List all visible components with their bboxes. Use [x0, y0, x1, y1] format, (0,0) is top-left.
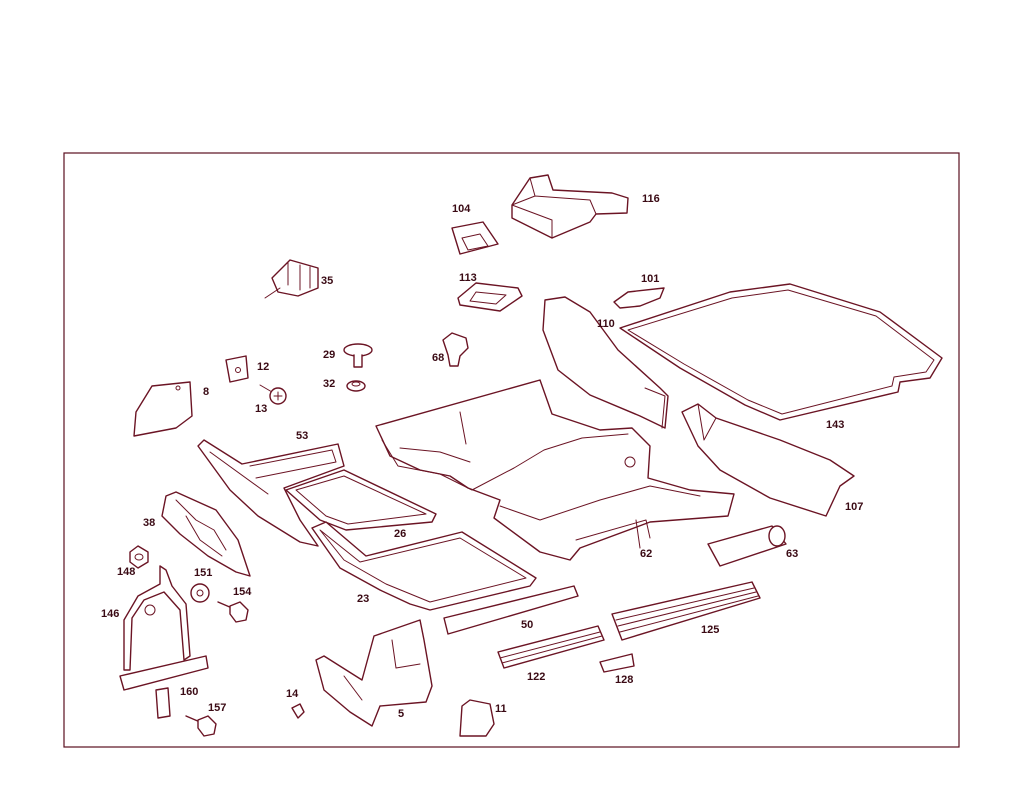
callout-157: 157	[208, 702, 226, 714]
part-148[interactable]	[129, 545, 149, 569]
callout-116: 116	[642, 193, 660, 205]
callout-160: 160	[180, 686, 198, 698]
callout-14: 14	[286, 688, 299, 700]
part-160[interactable]	[155, 687, 171, 719]
part-23[interactable]	[311, 521, 537, 611]
callout-107: 107	[845, 501, 863, 513]
callout-50: 50	[521, 619, 533, 631]
part-151[interactable]	[190, 583, 210, 603]
part-29[interactable]	[343, 343, 373, 368]
callout-26: 26	[394, 528, 406, 540]
callout-125: 125	[701, 624, 719, 636]
callout-23: 23	[357, 593, 369, 605]
callout-146: 146	[101, 608, 119, 620]
callout-68: 68	[432, 352, 444, 364]
part-101[interactable]	[613, 287, 665, 309]
part-13[interactable]	[259, 384, 287, 405]
callout-62: 62	[640, 548, 652, 560]
part-116[interactable]	[511, 174, 629, 239]
callout-5: 5	[398, 708, 404, 720]
callout-12: 12	[257, 361, 269, 373]
callout-113: 113	[459, 272, 477, 284]
part-128[interactable]	[599, 653, 635, 673]
part-11[interactable]	[459, 699, 495, 737]
callout-32: 32	[323, 378, 335, 390]
callout-63: 63	[786, 548, 798, 560]
callout-29: 29	[323, 349, 335, 361]
callout-8: 8	[203, 386, 209, 398]
part-5[interactable]	[315, 619, 433, 727]
part-26[interactable]	[285, 469, 437, 531]
part-113[interactable]	[457, 282, 523, 312]
part-157[interactable]	[185, 715, 217, 737]
callout-13: 13	[255, 403, 267, 415]
callout-151: 151	[194, 567, 212, 579]
part-50[interactable]	[443, 585, 579, 635]
part-35[interactable]	[264, 259, 319, 299]
callout-110: 110	[597, 318, 615, 330]
callout-53: 53	[296, 430, 308, 442]
callout-143: 143	[826, 419, 844, 431]
callout-148: 148	[117, 566, 135, 578]
part-146[interactable]	[119, 565, 209, 691]
callout-101: 101	[641, 273, 659, 285]
part-154[interactable]	[217, 601, 249, 623]
part-8[interactable]	[133, 381, 193, 437]
part-104[interactable]	[451, 221, 499, 255]
part-63[interactable]	[707, 525, 787, 567]
part-143[interactable]	[619, 283, 943, 421]
part-110[interactable]	[542, 296, 669, 429]
callout-154: 154	[233, 586, 252, 598]
callout-122: 122	[527, 671, 545, 683]
part-38[interactable]	[161, 491, 251, 577]
part-14[interactable]	[291, 703, 305, 719]
part-68[interactable]	[442, 332, 469, 367]
callout-128: 128	[615, 674, 633, 686]
callout-35: 35	[321, 275, 333, 287]
part-107[interactable]	[681, 403, 855, 517]
part-62[interactable]	[375, 379, 735, 561]
part-53[interactable]	[197, 439, 345, 547]
part-122[interactable]	[497, 625, 605, 669]
diagram-frame	[63, 152, 960, 748]
callout-38: 38	[143, 517, 155, 529]
part-125[interactable]	[611, 581, 761, 641]
part-32[interactable]	[346, 380, 366, 392]
part-12[interactable]	[225, 355, 249, 383]
callout-11: 11	[495, 703, 507, 715]
callout-104: 104	[452, 203, 471, 215]
